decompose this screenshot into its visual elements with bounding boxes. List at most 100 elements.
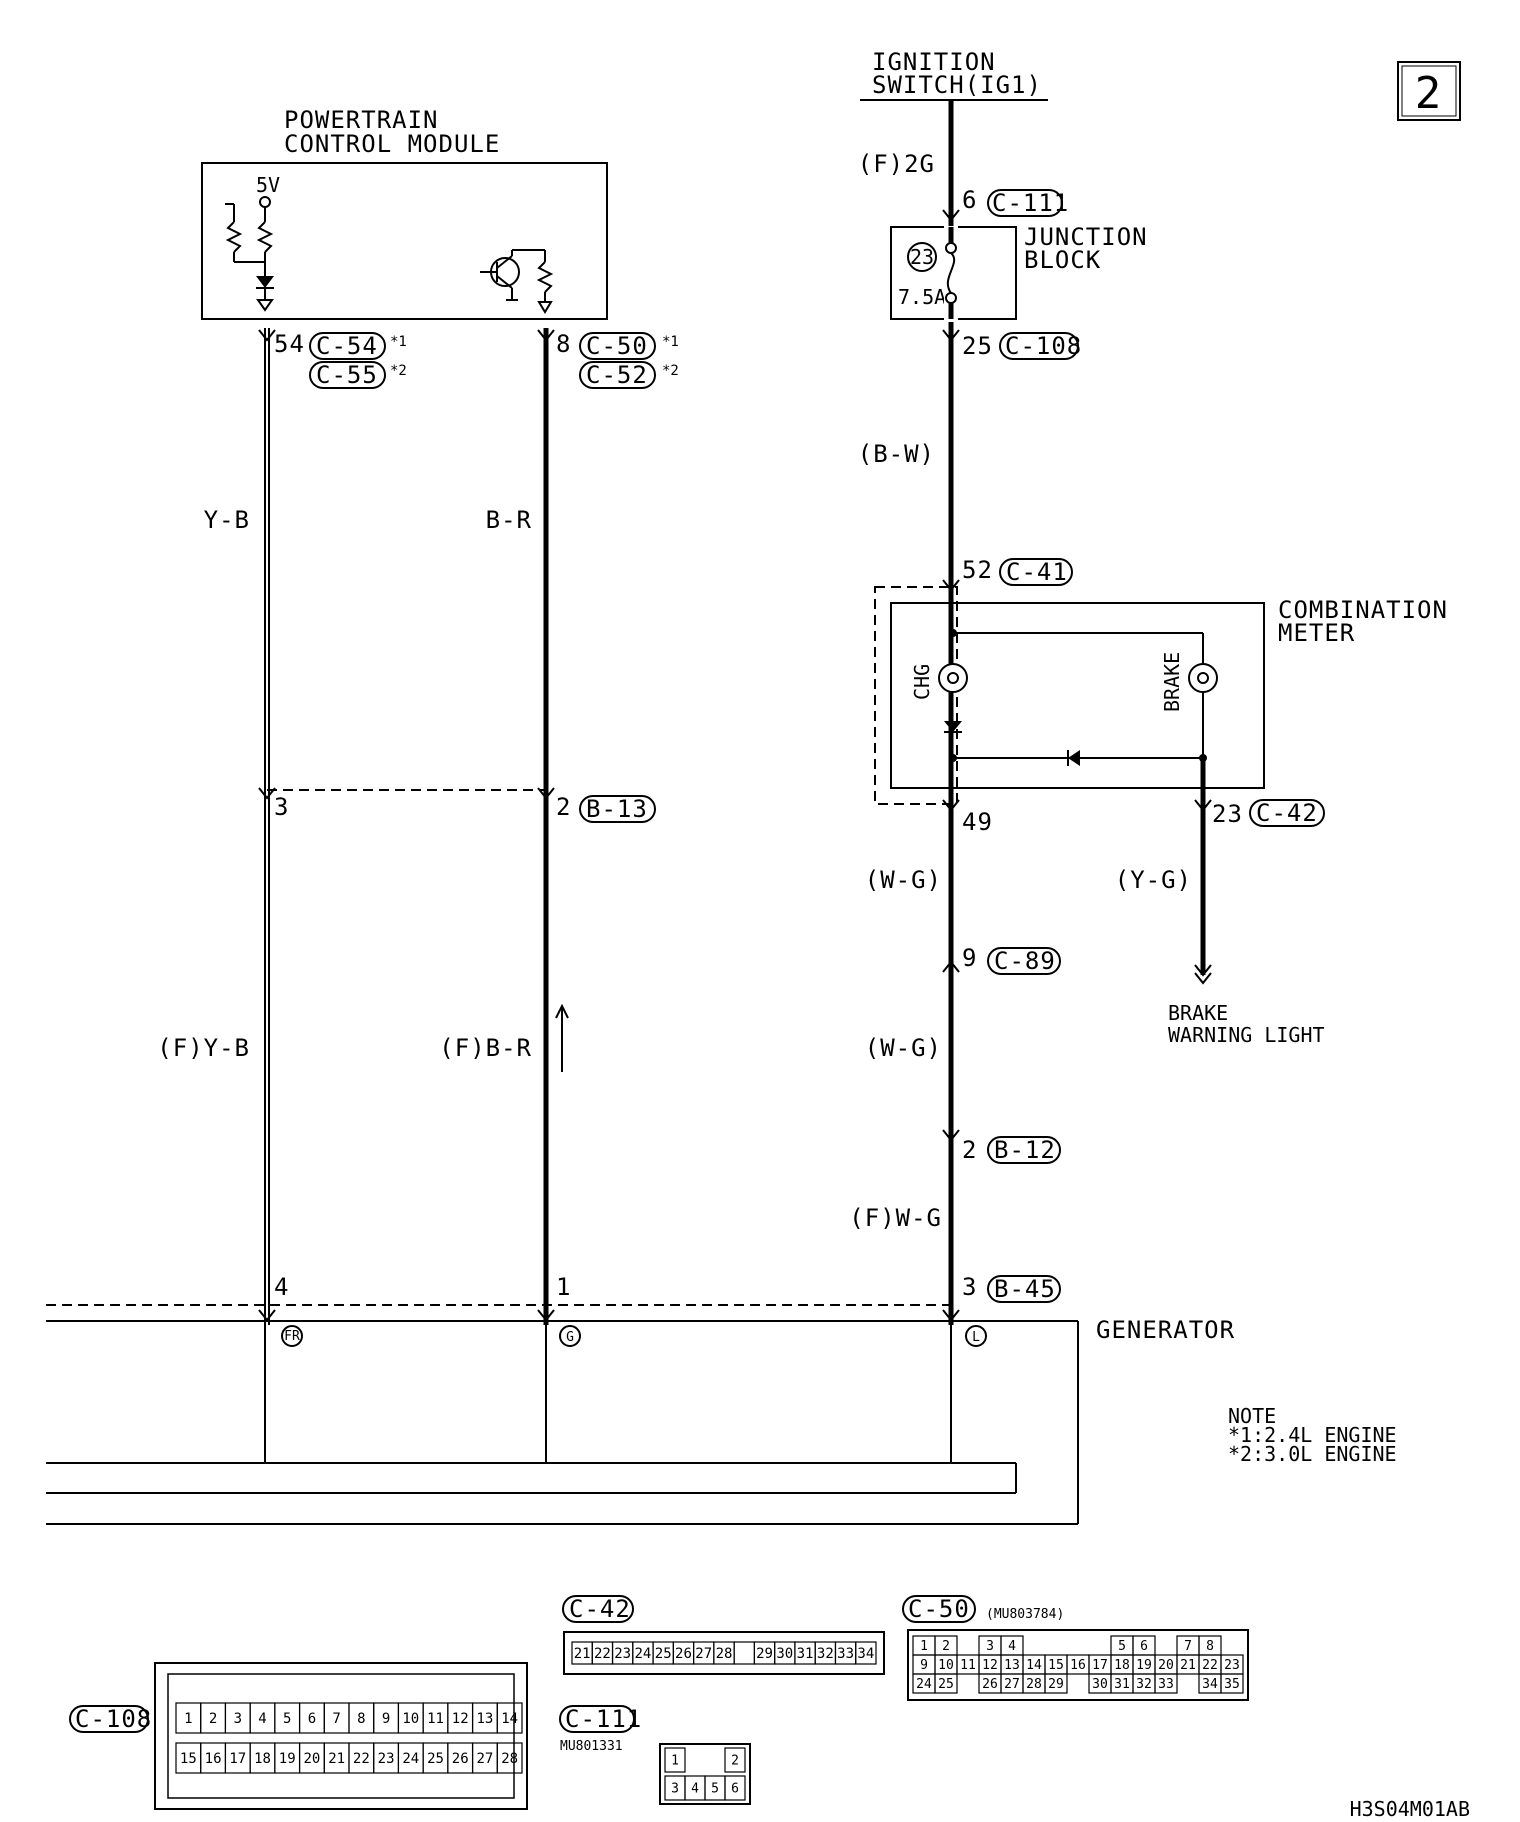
c108-cell xyxy=(496,1742,523,1774)
mark-2b: *2 xyxy=(662,363,679,379)
c108-pin: 12 xyxy=(452,1711,469,1727)
brake-lamp-icon xyxy=(1188,663,1218,693)
c108-pin: 9 xyxy=(382,1711,390,1727)
c50-pin: 21 xyxy=(1180,1658,1196,1673)
wire-label-b-r: B-R xyxy=(486,506,532,534)
pin-3-b45: 3 xyxy=(962,1273,977,1301)
c50-pin: 12 xyxy=(982,1658,998,1673)
c50-pin: 11 xyxy=(960,1658,976,1673)
c108-pin: 14 xyxy=(501,1711,518,1727)
c111-cell xyxy=(724,1747,746,1773)
junction-block-label-2: BLOCK xyxy=(1024,246,1101,274)
c50-pin: 19 xyxy=(1136,1658,1152,1673)
connector-c108: C-108 xyxy=(1005,332,1082,360)
connector-b12: B-12 xyxy=(994,1136,1056,1164)
fuse-number: 23 xyxy=(910,245,934,269)
c42-pin: 29 xyxy=(756,1646,773,1662)
c108-pin: 26 xyxy=(452,1751,469,1767)
pin-4: 4 xyxy=(274,1273,289,1301)
connector-view-c108-label: C-108 xyxy=(75,1705,152,1733)
wire-b-r xyxy=(537,328,569,1325)
c50-pin: 3 xyxy=(986,1639,994,1654)
pin-3: 3 xyxy=(274,793,289,821)
c108-pin: 22 xyxy=(353,1751,370,1767)
c50-pin: 28 xyxy=(1026,1677,1042,1692)
c42-pin: 33 xyxy=(837,1646,854,1662)
connector-c54: C-54 xyxy=(316,332,378,360)
c108-pin: 8 xyxy=(357,1711,365,1727)
page-number: 2 xyxy=(1415,68,1442,119)
generator-box xyxy=(46,1320,1079,1525)
connector-c55: C-55 xyxy=(316,361,378,389)
c50-cell xyxy=(1154,1673,1178,1694)
pin-49: 49 xyxy=(962,808,993,836)
c50-cell xyxy=(1044,1673,1068,1694)
connector-b13: B-13 xyxy=(586,795,648,823)
fuse-rating: 7.5A xyxy=(898,285,946,309)
pin-54: 54 xyxy=(274,330,305,358)
generator-terminal-fr: FR xyxy=(284,1329,300,1344)
c108-cell xyxy=(496,1702,523,1734)
c42-pin: 30 xyxy=(776,1646,793,1662)
c42-pin: 26 xyxy=(675,1646,692,1662)
c108-pin: 6 xyxy=(308,1711,316,1727)
c50-pin: 16 xyxy=(1070,1658,1086,1673)
c50-pin: 6 xyxy=(1140,1639,1148,1654)
c50-pin: 7 xyxy=(1184,1639,1192,1654)
connector-b45: B-45 xyxy=(994,1275,1056,1303)
c108-pin: 20 xyxy=(303,1751,320,1767)
c50-pin: 14 xyxy=(1026,1658,1042,1673)
c50-pin: 26 xyxy=(982,1677,998,1692)
c108-pin: 16 xyxy=(205,1751,222,1767)
pin-2-b12: 2 xyxy=(962,1136,977,1164)
c50-pin: 34 xyxy=(1202,1677,1218,1692)
pin-8: 8 xyxy=(556,330,571,358)
connector-c89: C-89 xyxy=(994,947,1056,975)
c108-pin: 11 xyxy=(427,1711,444,1727)
c42-pin: 31 xyxy=(797,1646,814,1662)
c42-cell xyxy=(855,1641,877,1665)
c50-pin: 13 xyxy=(1004,1658,1020,1673)
c50-pin: 2 xyxy=(942,1639,950,1654)
connector-c41: C-41 xyxy=(1006,558,1068,586)
c111-pin: 4 xyxy=(691,1782,699,1797)
connector-view-c111-part: MU801331 xyxy=(560,1739,623,1754)
generator-terminal-g: G xyxy=(566,1330,574,1345)
c50-pin: 10 xyxy=(938,1658,954,1673)
c50-pin: 5 xyxy=(1118,1639,1126,1654)
combination-meter-box xyxy=(890,602,1265,789)
junction-block-label-1: JUNCTION xyxy=(1024,223,1148,251)
wire-label-w-g-1: (W-G) xyxy=(865,866,942,894)
connector-c52: C-52 xyxy=(586,361,648,389)
c42-pin: 25 xyxy=(655,1646,672,1662)
pcm-internal-circuit: 5V xyxy=(225,173,554,314)
c50-pin: 35 xyxy=(1224,1677,1240,1692)
connector-c42: C-42 xyxy=(1256,799,1318,827)
connector-view-c111-label: C-111 xyxy=(565,1705,642,1733)
c42-pin: 21 xyxy=(574,1646,591,1662)
c108-pin: 7 xyxy=(332,1711,340,1727)
c42-pin: 34 xyxy=(857,1646,874,1662)
c108-pin: 4 xyxy=(258,1711,266,1727)
c50-cell xyxy=(1220,1673,1244,1694)
c108-pin: 28 xyxy=(501,1751,518,1767)
c42-pin: 23 xyxy=(614,1646,631,1662)
pin-25: 25 xyxy=(962,332,993,360)
pin-1: 1 xyxy=(556,1273,571,1301)
c111-cell xyxy=(724,1775,746,1801)
pin-2-b13: 2 xyxy=(556,793,571,821)
wire-label-f-b-r: (F)B-R xyxy=(439,1034,532,1062)
generator-label: GENERATOR xyxy=(1096,1316,1235,1344)
c108-pin: 10 xyxy=(402,1711,419,1727)
combination-meter-label-1: COMBINATION xyxy=(1278,596,1448,624)
brake-warning-label-2: WARNING LIGHT xyxy=(1168,1023,1325,1047)
c108-pin: 27 xyxy=(476,1751,493,1767)
c108-pin: 24 xyxy=(402,1751,419,1767)
c108-pin: 19 xyxy=(279,1751,296,1767)
pin-6: 6 xyxy=(962,186,977,214)
brake-warning-label-1: BRAKE xyxy=(1168,1001,1228,1025)
c50-pin: 9 xyxy=(920,1658,928,1673)
